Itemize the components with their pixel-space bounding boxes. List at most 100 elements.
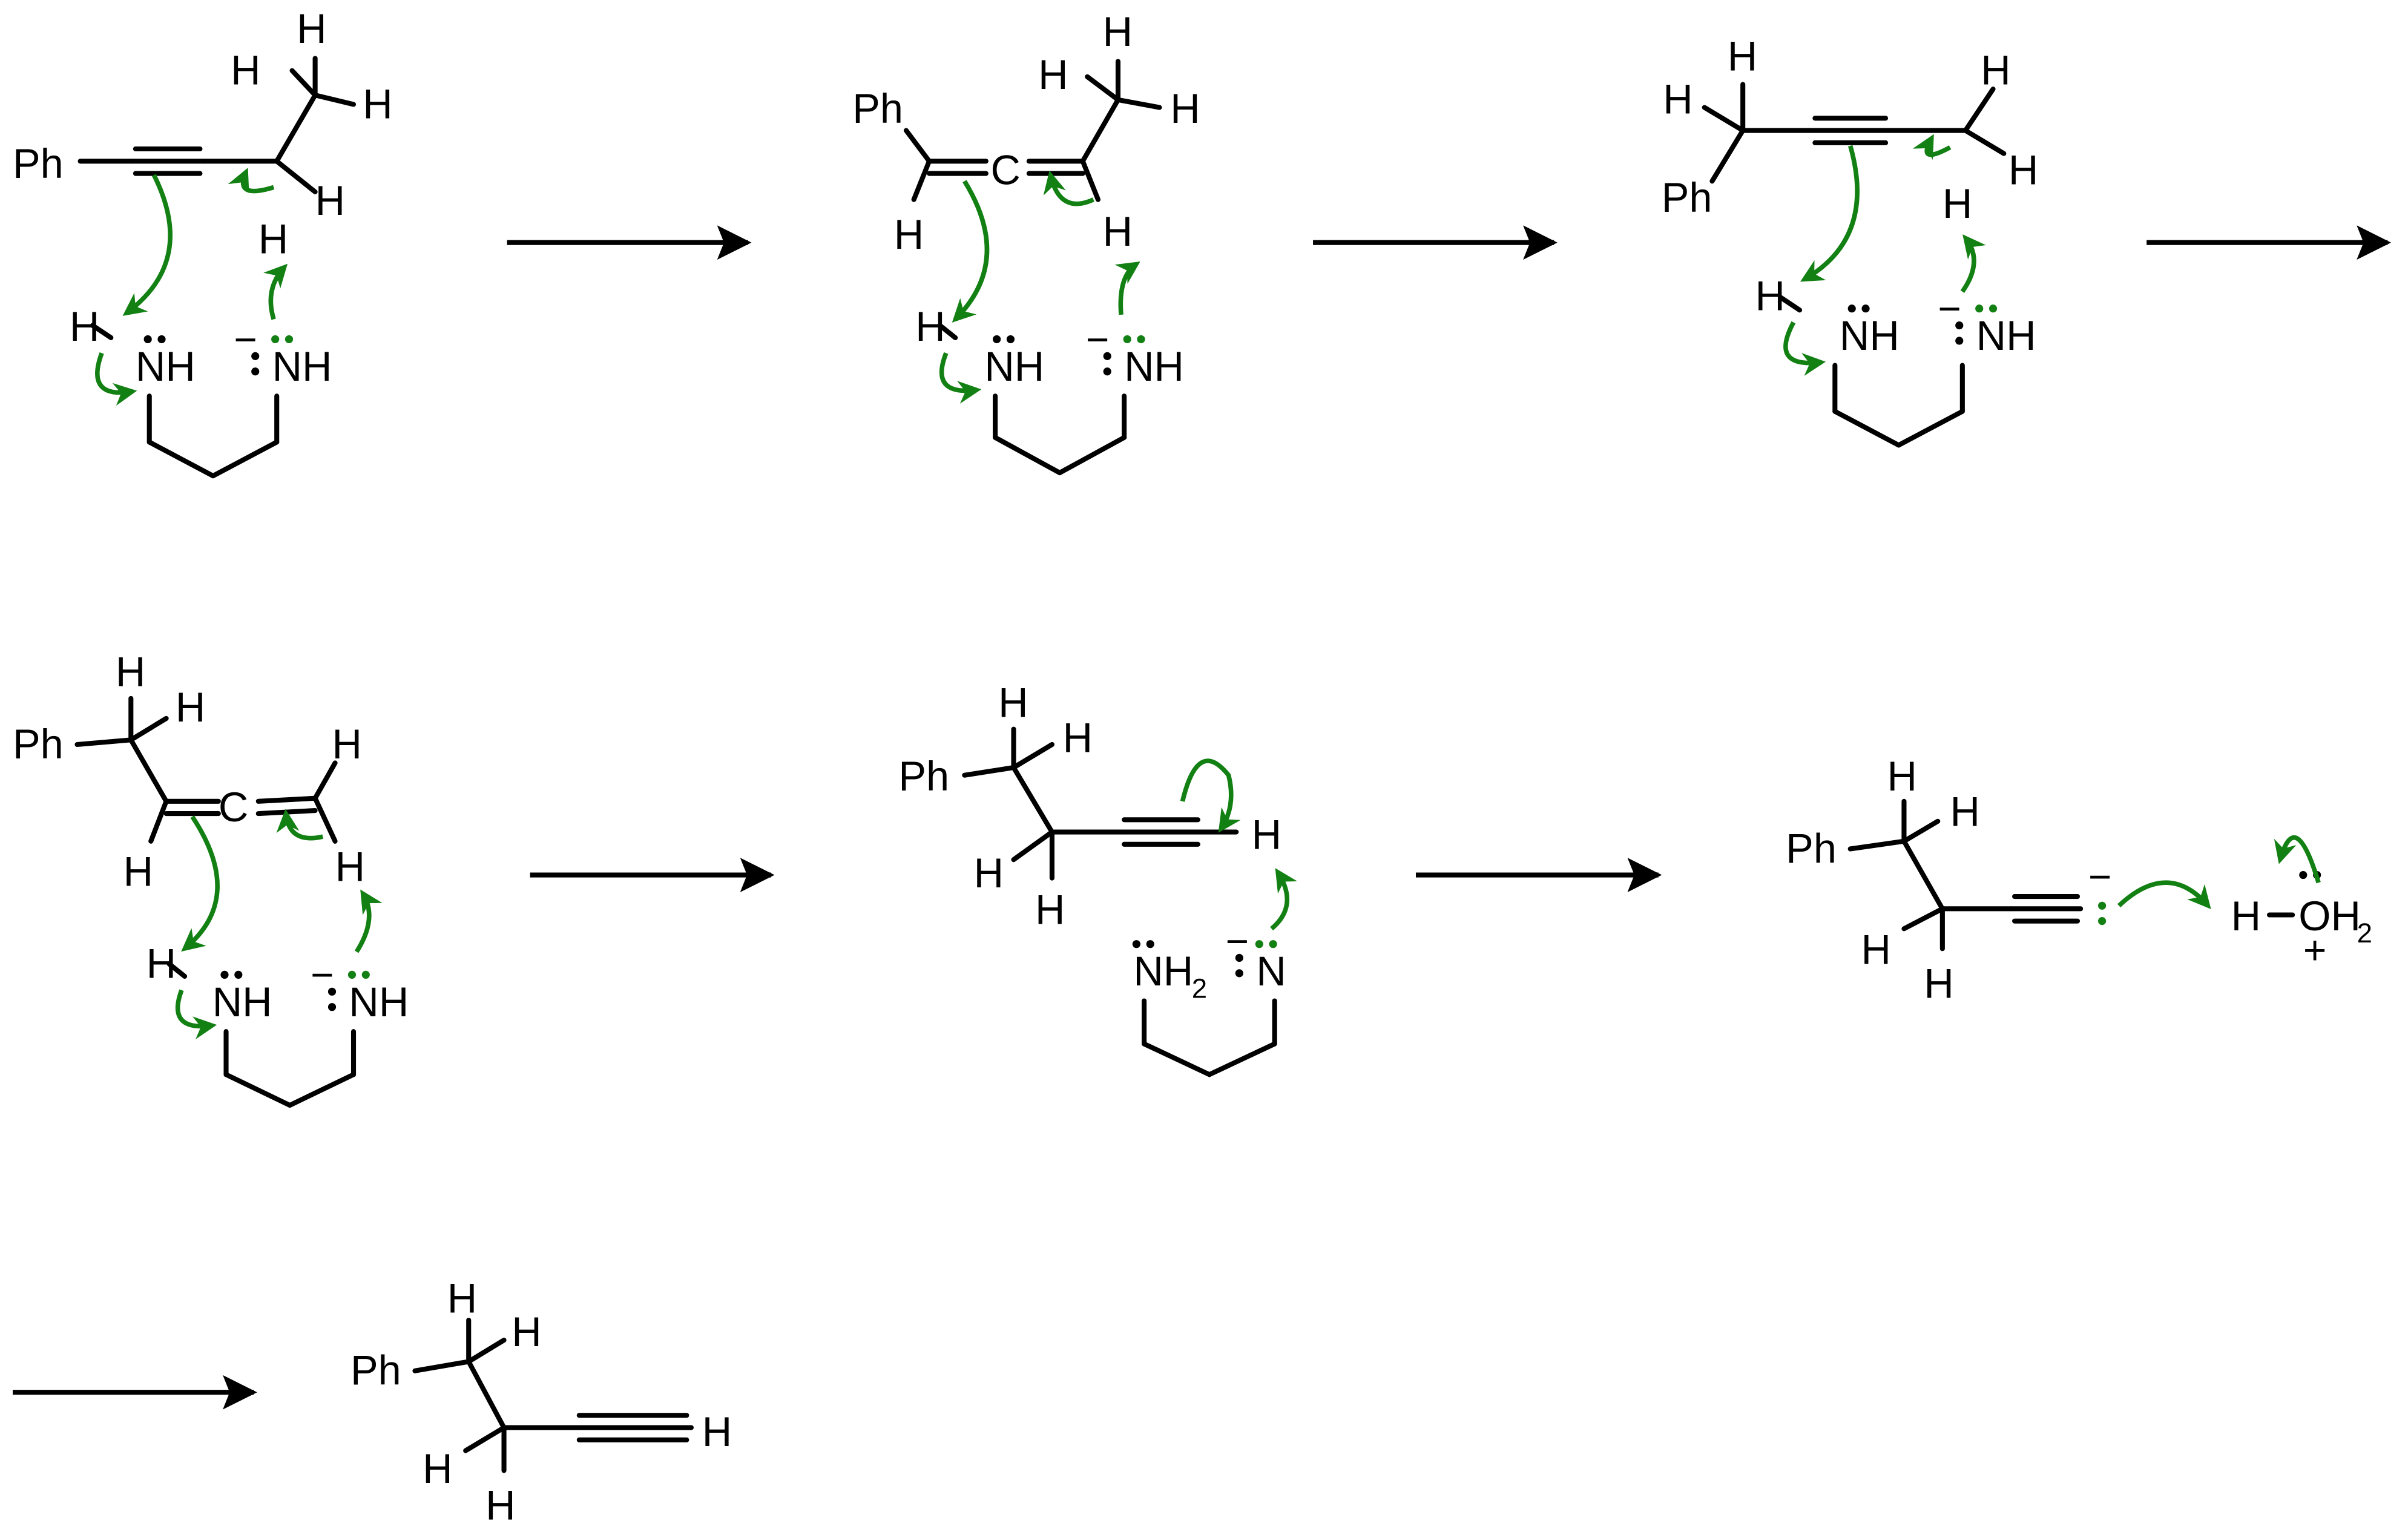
- phenyl: Ph: [1662, 174, 1712, 221]
- single-bond: [466, 1359, 507, 1430]
- lone-pair-dot: [157, 335, 166, 344]
- single-bond: [312, 93, 357, 107]
- phenyl: Ph: [350, 1347, 401, 1394]
- curved-arrow-icon: [228, 168, 275, 194]
- curved-arrow-icon: [1043, 170, 1094, 206]
- lone-pair-dot: [1255, 940, 1263, 948]
- lone-pair-dot: [251, 367, 260, 376]
- single-bond: [911, 159, 932, 202]
- atom-label: H: [894, 211, 924, 258]
- lone-pair-dot: [1861, 304, 1870, 313]
- single-bond: [1778, 295, 1803, 313]
- single-bond: [148, 798, 169, 844]
- atom-label: H: [363, 81, 392, 127]
- allene-central-carbon: C: [990, 146, 1020, 193]
- lone-pair-dot: [327, 987, 337, 996]
- atom-label: H: [512, 1309, 541, 1355]
- atom-label: H: [176, 684, 205, 731]
- single-bond: [1901, 906, 1945, 932]
- curved-arrow-icon: [354, 889, 383, 953]
- lone-pair-dot: [327, 1003, 337, 1011]
- single-bond: [312, 795, 338, 844]
- negative-charge: −: [311, 952, 334, 997]
- atom-label: H: [123, 848, 153, 895]
- single-bond: [1832, 409, 1901, 448]
- atom-label: H: [1663, 76, 1693, 123]
- amide-nh: NH: [1124, 343, 1184, 390]
- single-bond: [1085, 74, 1121, 102]
- single-bond: [937, 323, 958, 340]
- single-bond: [1115, 97, 1162, 110]
- curved-arrow-icon: [1800, 145, 1860, 282]
- single-bond: [1206, 1041, 1277, 1077]
- atom-label: H: [1861, 927, 1890, 973]
- single-bond: [1080, 159, 1101, 202]
- negative-charge: −: [234, 317, 257, 361]
- negative-charge: −: [1086, 317, 1110, 361]
- curved-arrow-icon: [181, 815, 220, 952]
- double-bond-line: [255, 807, 318, 817]
- atom-label: H: [258, 215, 288, 262]
- lone-pair-dot: [271, 335, 280, 344]
- lone-pair-dot: [234, 970, 243, 979]
- curved-arrow-icon: [1960, 234, 1986, 294]
- single-bond: [463, 1425, 507, 1453]
- lone-pair-dot: [1975, 304, 1984, 313]
- lone-pair-dot: [220, 970, 229, 979]
- negative-charge: −: [1226, 918, 1249, 963]
- atom-label: H: [116, 649, 145, 695]
- single-bond: [466, 1337, 507, 1364]
- allene-central-carbon: C: [219, 784, 248, 830]
- double-bond-line: [255, 795, 318, 804]
- phenyl: Ph: [13, 721, 64, 768]
- lone-pair-dot: [251, 352, 260, 360]
- amine-nh: NH: [136, 343, 196, 390]
- single-bond: [1962, 128, 2007, 156]
- atom-label: H: [1981, 47, 2010, 93]
- phenyl: Ph: [13, 140, 64, 187]
- atom-label: H: [702, 1409, 732, 1455]
- lone-pair-dot: [1235, 969, 1243, 978]
- single-bond: [1057, 435, 1127, 476]
- phenyl: Ph: [852, 85, 903, 132]
- lone-pair-dot: [1103, 352, 1111, 360]
- atom-label: H: [1103, 8, 1133, 55]
- single-bond: [1901, 818, 1941, 844]
- single-bond: [128, 715, 169, 743]
- lone-pair-dot: [2299, 870, 2308, 879]
- curved-arrow-icon: [1912, 134, 1952, 160]
- lone-pair-dot: [347, 970, 357, 979]
- curved-arrow-icon: [1180, 758, 1241, 833]
- single-bond: [1011, 764, 1054, 835]
- amine-nh2: NH: [1133, 948, 1193, 994]
- atom-label: H: [447, 1275, 477, 1321]
- curved-arrow-icon: [1114, 261, 1140, 315]
- lone-pair-dot: [1137, 335, 1145, 344]
- curved-arrow-icon: [1783, 321, 1826, 376]
- amine-nh: NH: [1840, 312, 1900, 359]
- atom-label: H: [1943, 180, 1972, 227]
- single-bond: [1847, 838, 1907, 852]
- curved-arrow-icon: [95, 352, 137, 406]
- lone-pair-dot: [1235, 953, 1243, 962]
- atom-label: H: [998, 679, 1028, 726]
- curved-arrow-icon: [276, 809, 324, 841]
- subscript-2: 2: [2357, 918, 2372, 948]
- atom-label: H: [231, 47, 260, 93]
- atom-label: H: [485, 1482, 515, 1529]
- single-bond: [312, 760, 338, 801]
- atom-label: H: [335, 844, 365, 890]
- lone-pair-dot: [1989, 304, 1998, 313]
- amine-nh: NH: [212, 979, 272, 1025]
- atom-label: H: [1887, 753, 1917, 800]
- lone-pair-dot: [1146, 940, 1154, 948]
- lone-pair-dot: [1103, 367, 1111, 376]
- amide-n: N: [1256, 948, 1286, 994]
- subscript-2: 2: [1192, 973, 1207, 1004]
- atom-label: H: [1728, 33, 1757, 80]
- single-bond: [274, 159, 318, 195]
- single-bond: [210, 439, 280, 479]
- single-bond: [1011, 829, 1054, 863]
- lone-pair-dot: [1847, 304, 1856, 313]
